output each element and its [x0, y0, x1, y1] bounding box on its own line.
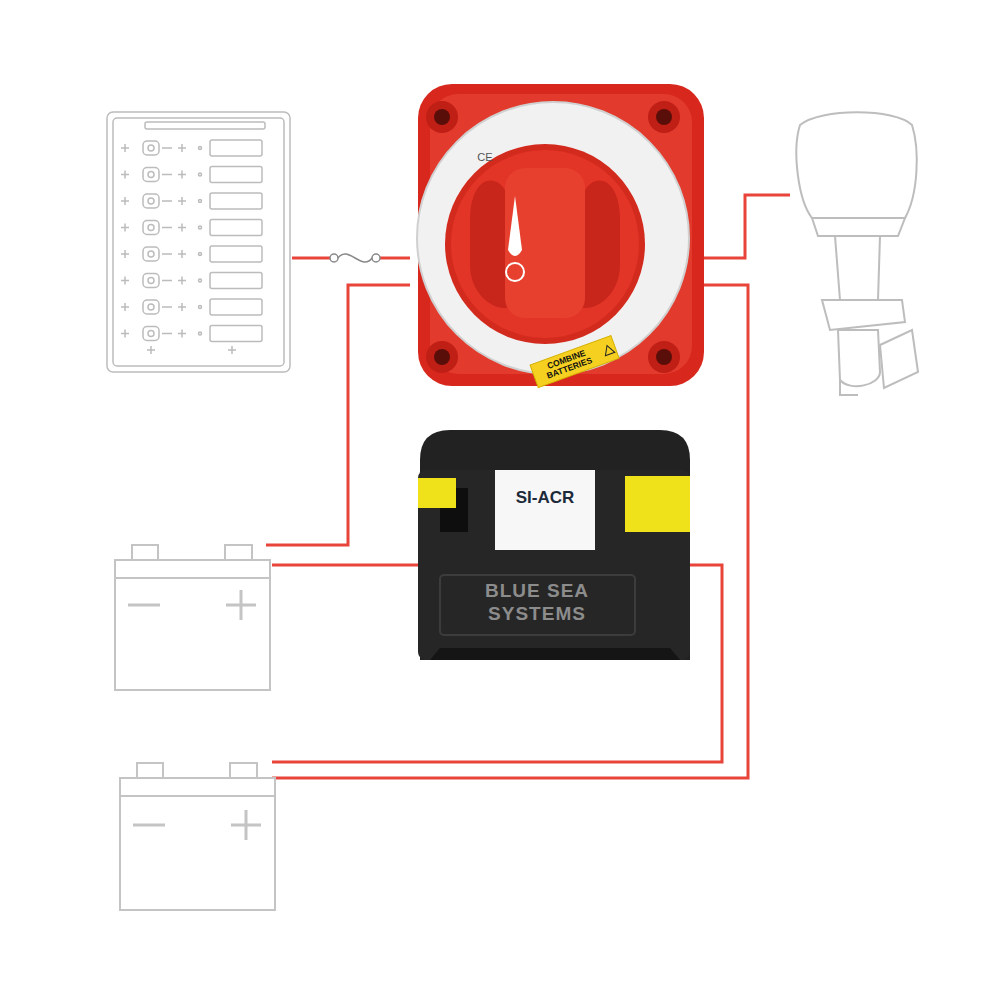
battery-switch: [417, 84, 704, 388]
wire: [690, 195, 790, 258]
battery: [115, 545, 270, 690]
wire: [272, 564, 420, 567]
fuse-symbol: [330, 254, 380, 262]
brand-name: BLUE SEA SYSTEMS: [446, 580, 628, 626]
wire: [380, 257, 410, 260]
breaker-row: [121, 167, 262, 183]
breaker-row: [121, 140, 262, 156]
acr-relay: SI-ACR BLUE SEA SYSTEMS: [420, 430, 690, 660]
breaker-row: [121, 220, 262, 236]
breaker-row: [121, 326, 262, 342]
wire: [292, 257, 330, 260]
breaker-row: [121, 193, 262, 209]
breaker-row: [121, 299, 262, 315]
outboard-motor: [796, 112, 918, 395]
battery: [120, 763, 275, 910]
breaker-row: [121, 273, 262, 289]
acr-housing: [418, 430, 690, 660]
model-name: SI-ACR: [497, 488, 593, 508]
switch-panel: [107, 112, 290, 372]
breaker-row: [121, 246, 262, 262]
certification-mark: CE: [470, 152, 500, 164]
